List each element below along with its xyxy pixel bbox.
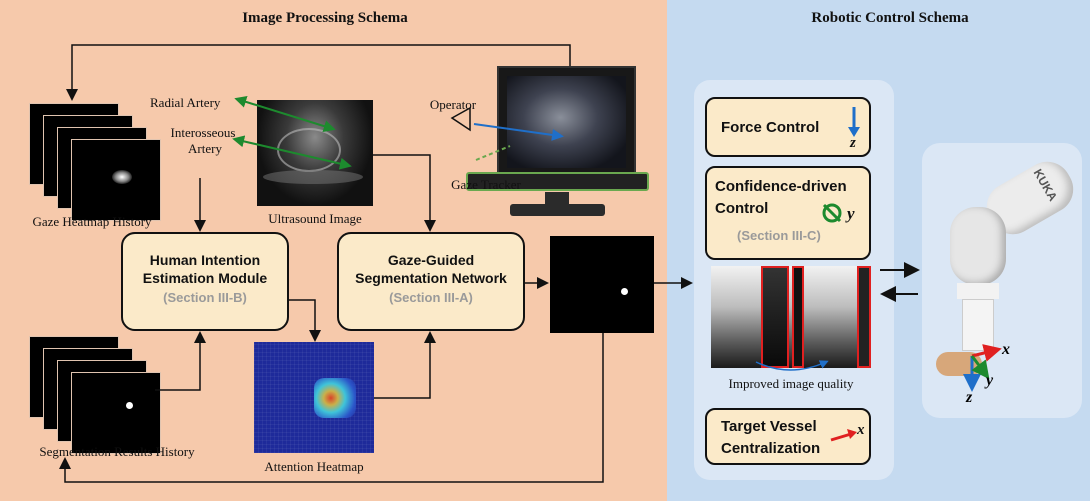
target-line2: Centralization xyxy=(721,440,821,457)
hie-section: (Section III-B) xyxy=(163,290,247,305)
gaze-heatmap-history-label: Gaze Heatmap History xyxy=(32,214,152,229)
confidence-line2: Control xyxy=(715,200,769,217)
segmentation-output xyxy=(550,236,654,333)
target-line1: Target Vessel xyxy=(721,418,817,435)
interosseous-label-line2: Artery xyxy=(188,141,222,156)
confidence-map-strip xyxy=(711,266,871,368)
gss-title-line2: Segmentation Network xyxy=(355,269,507,286)
robot-axis-y: y xyxy=(986,372,994,389)
force-down-arrow-icon xyxy=(848,107,860,137)
gaze-tracker-label: Gaze Tracker xyxy=(451,177,521,192)
gaze-heatmap-front xyxy=(71,139,161,221)
monitor-base xyxy=(510,204,605,216)
human-intention-module: Human Intention Estimation Module (Secti… xyxy=(121,232,289,331)
output-dot xyxy=(621,288,628,295)
improved-image-quality-label: Improved image quality xyxy=(728,376,854,391)
confidence-axis-label: y xyxy=(847,204,855,223)
force-axis-label: z xyxy=(850,135,856,151)
robot-axis-x: x xyxy=(1002,341,1010,358)
target-axis-label: x xyxy=(857,422,865,438)
confidence-control-box: Confidence-driven Control (Section III-C… xyxy=(705,166,871,260)
gss-section: (Section III-A) xyxy=(389,290,473,305)
interosseous-label-line1: Interosseous xyxy=(170,125,236,140)
hie-title-line1: Human Intention xyxy=(149,252,261,268)
radial-artery-label: Radial Artery xyxy=(150,95,221,110)
ultrasound-image-label: Ultrasound Image xyxy=(268,211,362,226)
low-confidence-box-3 xyxy=(857,266,871,368)
rotation-icon xyxy=(822,203,842,223)
robot-axis-z: z xyxy=(966,389,973,406)
hie-title-line2: Estimation Module xyxy=(142,269,268,286)
gaze-blob xyxy=(112,170,132,184)
force-control-label: Force Control xyxy=(721,119,820,136)
robotic-control-title: Robotic Control Schema xyxy=(811,10,969,26)
confidence-line1: Confidence-driven xyxy=(715,178,847,195)
force-control-box: Force Control z xyxy=(705,97,871,157)
monitor-stand xyxy=(545,192,569,204)
gss-title-line1: Gaze-Guided xyxy=(387,252,475,268)
confidence-section: (Section III-C) xyxy=(737,228,821,243)
target-vessel-box: Target Vessel Centralization x xyxy=(705,408,871,465)
gaze-tracker-device xyxy=(466,172,649,191)
image-processing-title: Image Processing Schema xyxy=(242,10,408,26)
right-arrow-icon xyxy=(830,429,857,442)
gaze-guided-segmentation-module: Gaze-Guided Segmentation Network (Sectio… xyxy=(337,232,525,331)
